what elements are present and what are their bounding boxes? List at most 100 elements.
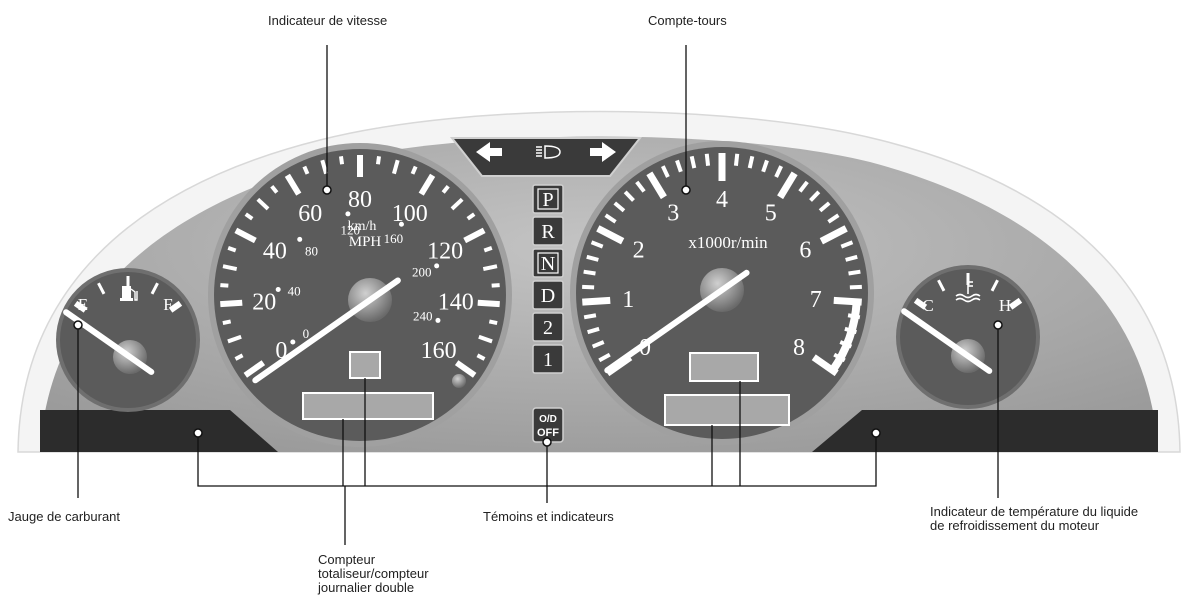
speed-tick	[375, 156, 382, 165]
tach-display-window-upper	[689, 352, 759, 382]
gear-box-R	[532, 216, 564, 246]
speed-tick	[450, 197, 464, 211]
speed-tick	[418, 173, 436, 196]
kmh-label-240: 240	[413, 308, 433, 323]
tach-tick	[590, 240, 604, 249]
mph-label-160: 160	[421, 338, 457, 364]
trip-display-window	[349, 351, 381, 379]
callout-leader-lines	[77, 45, 999, 545]
gear-label-R: R	[541, 221, 555, 243]
tach-tick	[845, 254, 858, 262]
speed-tick	[410, 165, 418, 175]
tach-tick	[777, 171, 798, 200]
mph-label-140: 140	[438, 289, 474, 315]
tach-tick	[819, 225, 848, 245]
gear-box-2	[532, 312, 564, 342]
speed-tick	[220, 283, 229, 288]
temperature-gauge: C H	[896, 265, 1040, 409]
fuel-full-label: F	[163, 295, 172, 314]
speed-tick	[222, 264, 238, 272]
speed-tick	[227, 334, 242, 344]
temp-needle	[901, 308, 993, 374]
tach-tick	[840, 240, 854, 249]
tachometer-needle	[604, 269, 750, 374]
kmh-dot	[435, 317, 441, 323]
gauge-tick	[150, 282, 159, 295]
tach-tick	[689, 155, 697, 169]
high-beam-icon	[536, 145, 561, 159]
mph-label-60: 60	[298, 201, 322, 227]
tach-tick	[582, 296, 611, 306]
mph-label-40: 40	[263, 239, 287, 265]
callout-odometer-line2: totaliseur/compteur	[318, 566, 429, 581]
callout-odometer-line1: Compteur	[318, 552, 376, 567]
gauge-tick	[97, 282, 106, 295]
gauge-tick	[168, 300, 183, 313]
speed-tick	[244, 212, 254, 221]
gear-label-N: N	[541, 253, 555, 275]
odometer-display-window	[302, 392, 434, 420]
tach-redline-arc	[829, 301, 861, 373]
gear-box-D	[532, 280, 564, 310]
kmh-dot	[297, 236, 303, 242]
tach-tick	[586, 254, 599, 262]
speed-tick	[234, 227, 257, 244]
tach-tick	[798, 180, 809, 193]
speedometer-needle	[252, 277, 401, 384]
mph-label-100: 100	[392, 201, 428, 227]
tach-tick	[596, 225, 625, 245]
mph-label-20: 20	[252, 289, 276, 315]
temp-cold-label: C	[922, 296, 933, 315]
speed-tick	[482, 264, 498, 272]
kmh-dot	[434, 263, 440, 269]
callout-markers	[73, 185, 1003, 447]
speed-tick	[483, 245, 493, 253]
off-label: OFF	[537, 427, 559, 439]
left-arrow-icon	[476, 142, 502, 162]
kmh-label-160: 160	[384, 231, 404, 246]
turn-signal-pod	[449, 137, 643, 177]
tach-tick	[849, 284, 862, 290]
tach-tick	[623, 190, 635, 202]
gauge-tick	[1008, 297, 1023, 310]
tach-tick	[646, 171, 667, 200]
lower-bezel-right	[812, 410, 1158, 452]
rpm-label-1: 1	[622, 287, 634, 313]
kmh-label-40: 40	[288, 284, 301, 299]
tach-tick	[598, 352, 611, 363]
fuel-empty-label: E	[78, 295, 88, 314]
gauge-tick	[73, 300, 88, 313]
speed-tick	[463, 227, 486, 244]
gear-frame-P	[537, 188, 559, 210]
fuel-gauge: E F	[56, 268, 200, 412]
kmh-label-120: 120	[341, 223, 361, 238]
callout-odometer-line3: journalier double	[318, 580, 415, 595]
gear-frame-N	[537, 252, 559, 274]
tach-tick	[604, 213, 617, 224]
tach-tick	[661, 165, 670, 178]
callout-coolant-temp-line2: de refroidissement du moteur	[930, 518, 1100, 533]
tach-tick	[774, 165, 783, 178]
tach-tick	[583, 313, 597, 320]
kmh-dot	[290, 339, 296, 345]
temp-hot-label: H	[999, 296, 1011, 315]
gear-label-D: D	[541, 285, 555, 307]
gauge-tick	[913, 297, 928, 310]
gear-label-P: P	[542, 189, 553, 211]
speed-unit-kmh: km/h	[348, 219, 377, 234]
gear-label-2: 2	[543, 317, 553, 339]
tach-tick	[635, 180, 646, 193]
speed-tick	[477, 299, 500, 308]
mph-label-80: 80	[348, 187, 372, 213]
tach-display-window-lower	[664, 394, 790, 426]
speed-tick	[222, 319, 232, 326]
right-arrow-icon	[590, 142, 616, 162]
speed-tick	[478, 334, 493, 344]
speed-tick	[284, 173, 302, 196]
tach-tick	[591, 340, 605, 349]
od-label: O/D	[539, 414, 557, 425]
